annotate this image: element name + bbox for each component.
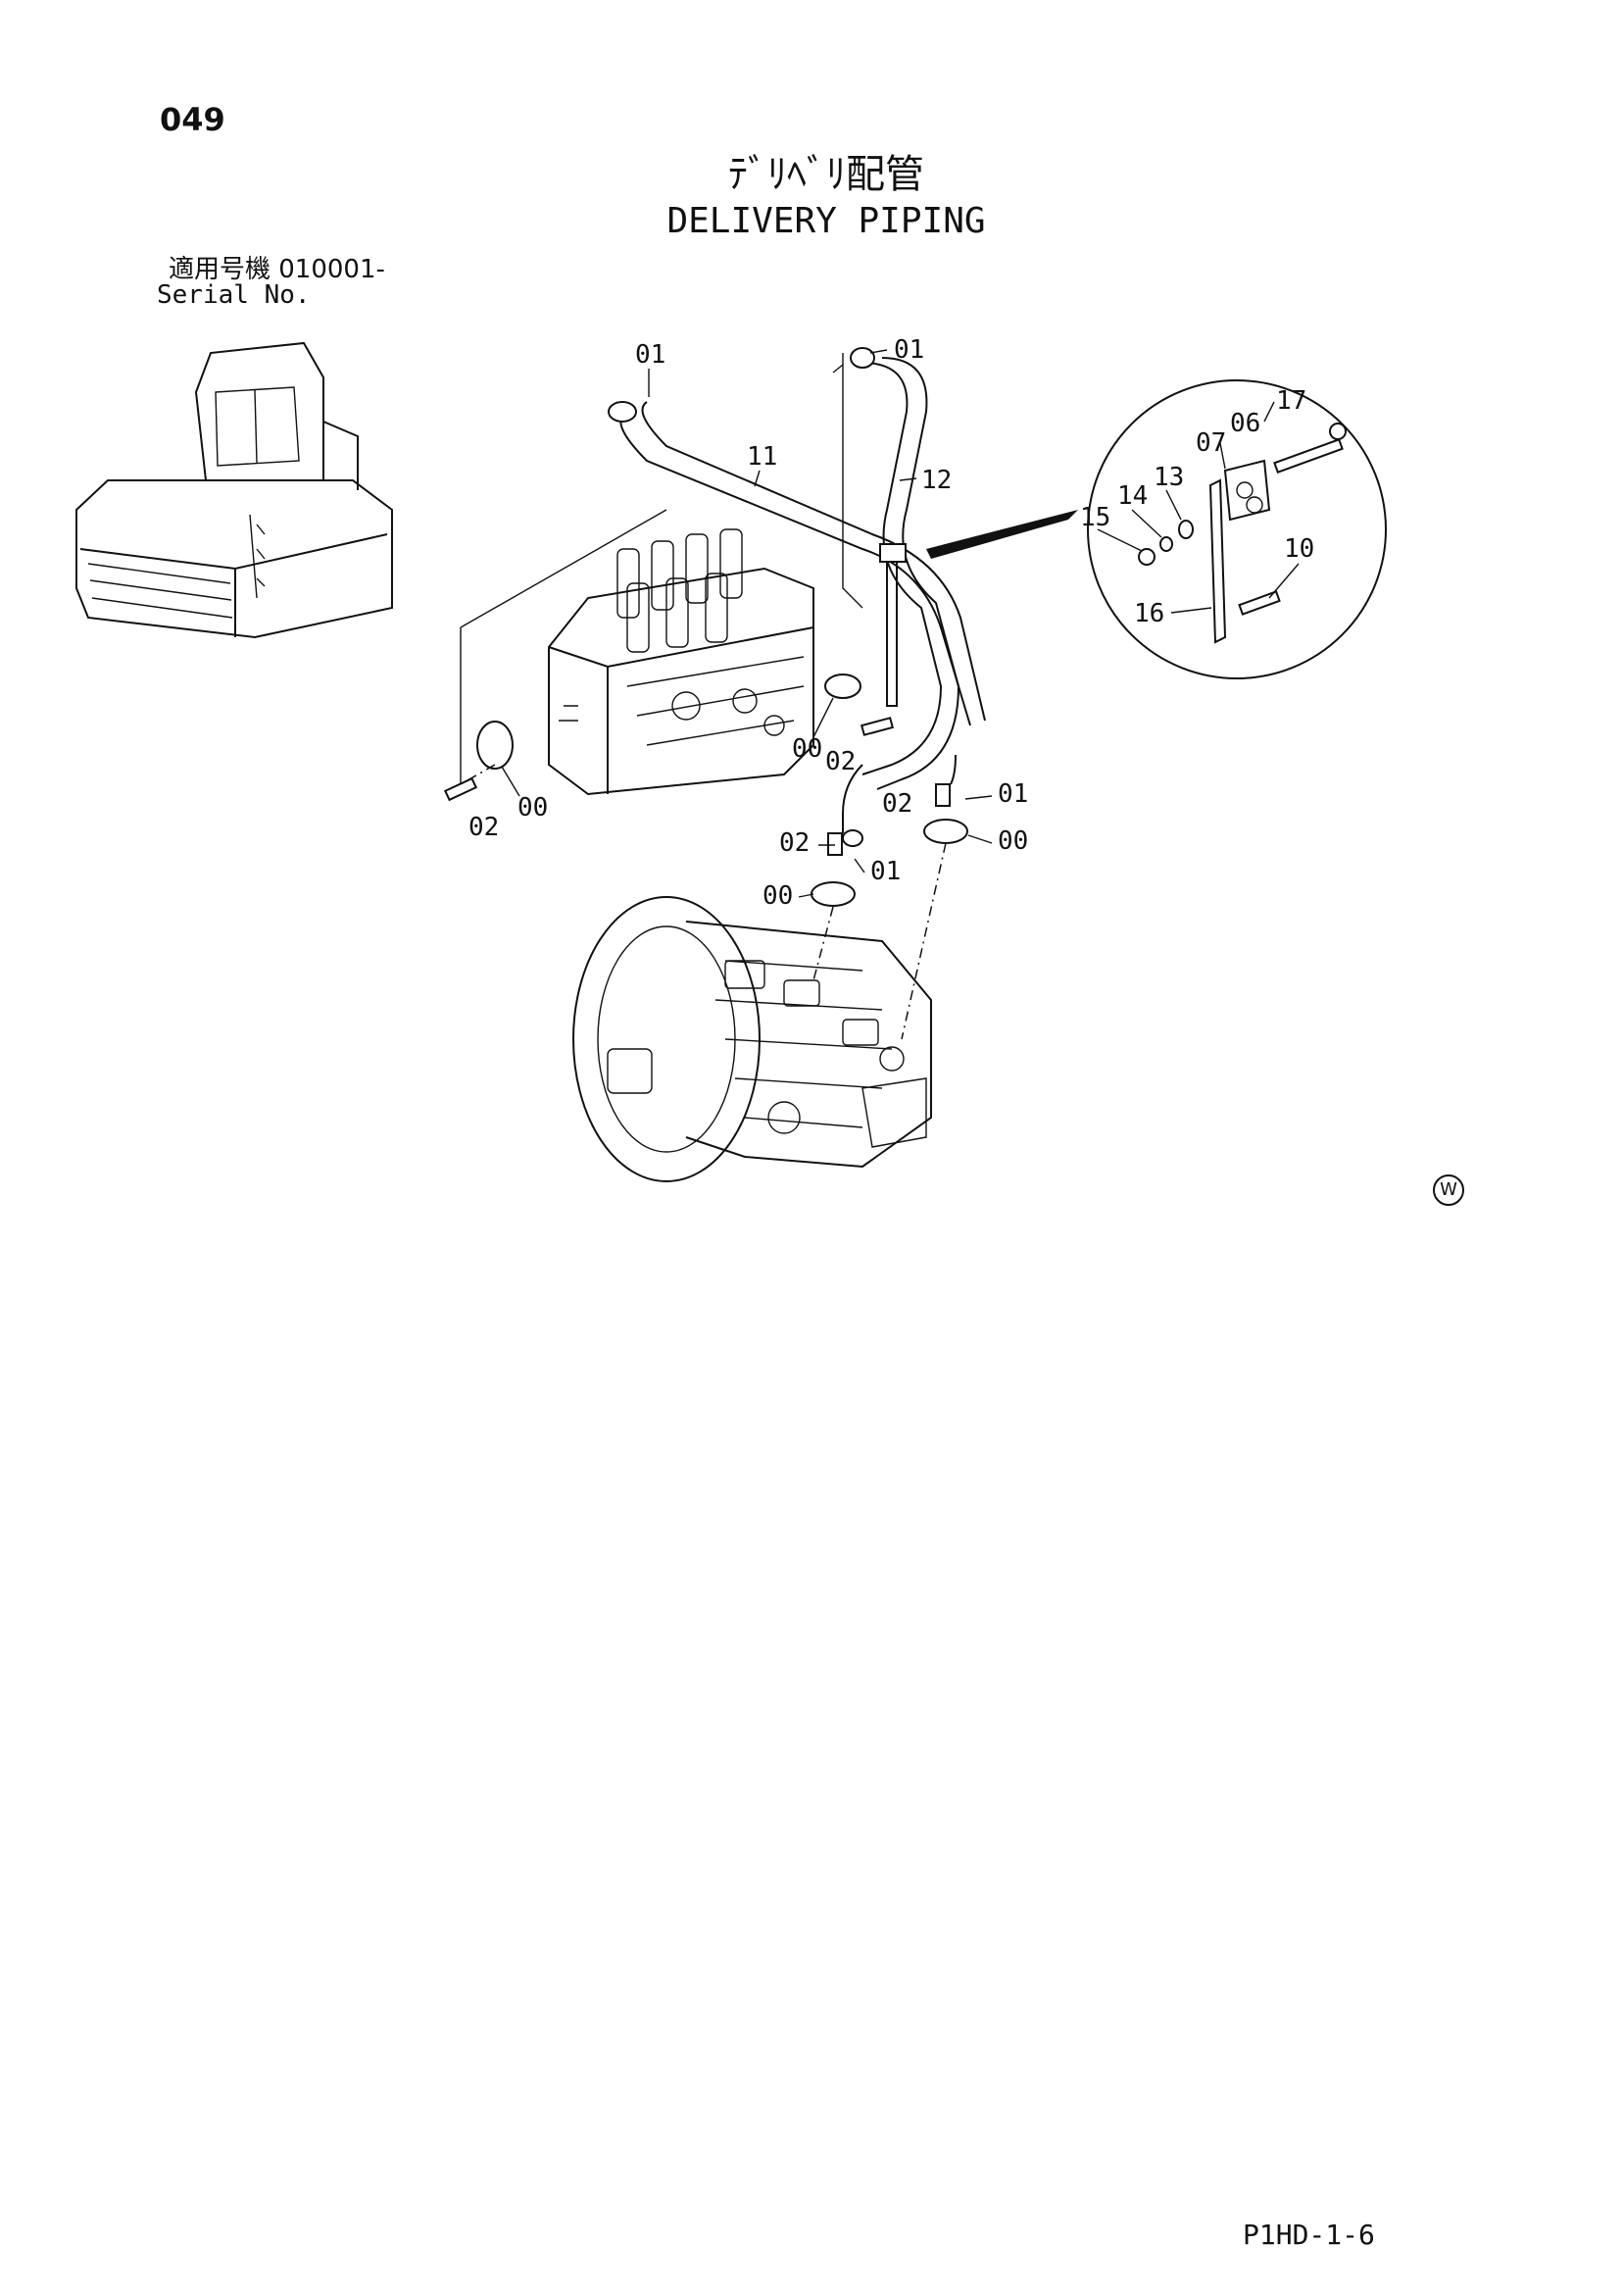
callout-16: 16 <box>1134 599 1164 628</box>
callout-02: 02 <box>468 813 499 842</box>
callout-01: 01 <box>635 340 665 370</box>
callout-07: 07 <box>1196 428 1226 458</box>
callout-13: 13 <box>1154 463 1184 492</box>
watermark-circle-w: W <box>1433 1174 1464 1206</box>
callout-06: 06 <box>1230 409 1260 438</box>
title-japanese: ﾃﾞﾘﾍﾞﾘ配管 <box>728 152 924 197</box>
callout-12: 12 <box>921 466 952 495</box>
callout-01: 01 <box>998 779 1028 809</box>
callout-labels: 01 01 11 12 17 06 07 13 14 15 10 16 00 0… <box>468 335 1314 911</box>
serial-label-english: Serial No. <box>157 280 311 310</box>
excavator-overview-illustration <box>75 341 393 639</box>
callout-leader-lines <box>501 349 1300 898</box>
title-english: DELIVERY PIPING <box>666 201 986 241</box>
callout-00: 00 <box>792 734 822 764</box>
callout-15: 15 <box>1080 503 1110 532</box>
callout-02: 02 <box>882 789 912 819</box>
callout-02: 02 <box>779 828 810 858</box>
flange-and-bolt-illustrations <box>443 674 968 907</box>
callout-00: 00 <box>517 793 548 823</box>
callout-10: 10 <box>1284 534 1314 564</box>
callout-14: 14 <box>1117 481 1148 511</box>
callout-00: 00 <box>762 881 793 911</box>
callout-02: 02 <box>825 747 856 776</box>
reference-lines <box>460 764 947 1040</box>
main-pump-illustration <box>572 896 932 1182</box>
callout-11: 11 <box>747 442 777 472</box>
callout-01: 01 <box>894 335 924 365</box>
page-number: 049 <box>160 101 225 138</box>
serial-label-japanese: 適用号機 010001- <box>169 255 385 284</box>
callout-00: 00 <box>998 826 1028 856</box>
callout-01: 01 <box>870 857 901 886</box>
document-code: P1HD-1-6 <box>1243 2219 1375 2251</box>
detail-leader-arrow <box>926 510 1078 559</box>
callout-17: 17 <box>1276 386 1306 416</box>
control-valve-illustration <box>460 509 814 796</box>
hose-assembly-illustration <box>608 347 986 847</box>
